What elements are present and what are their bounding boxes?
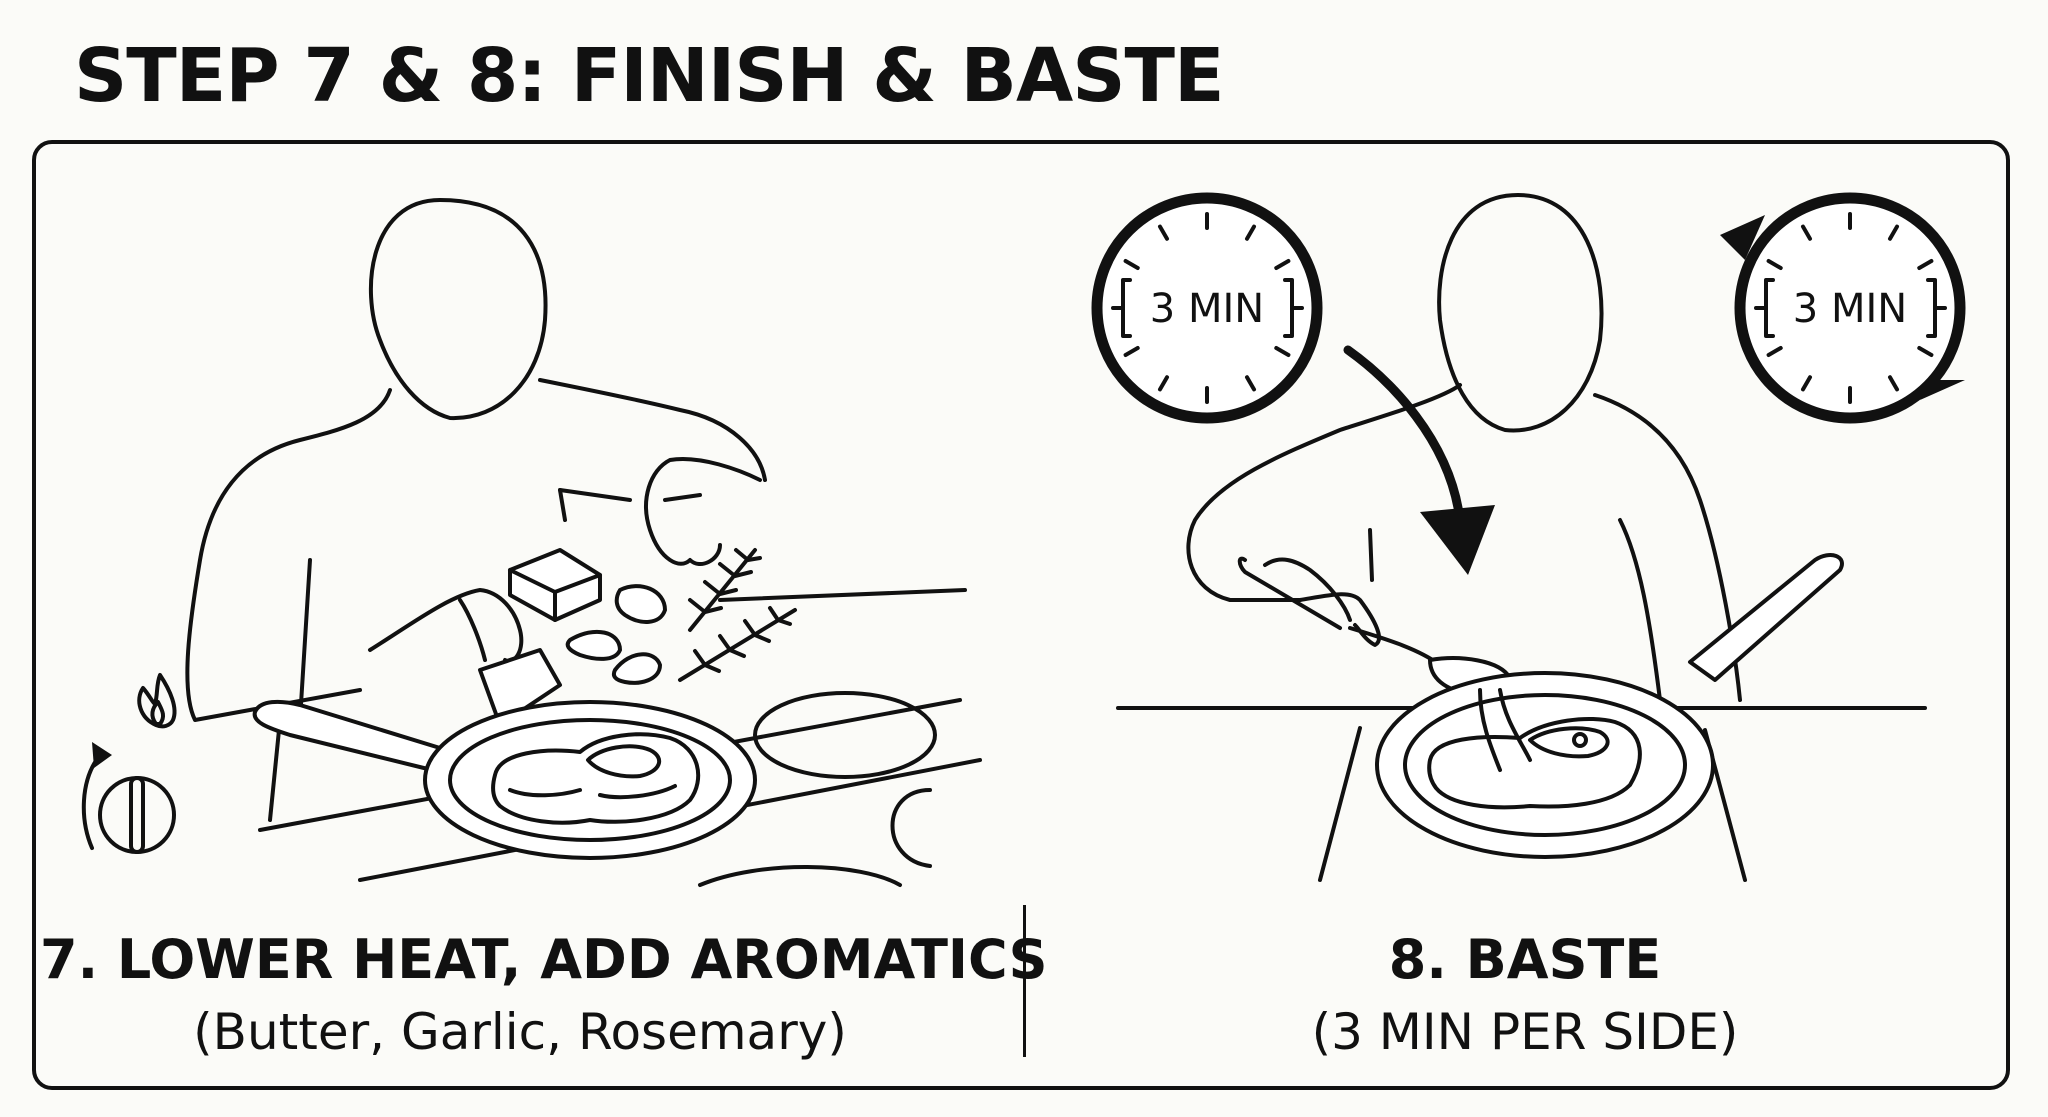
flip-arrow-top (1720, 215, 1765, 260)
timer-tick (1247, 227, 1254, 239)
timer-tick (1919, 261, 1931, 268)
timer-label: 3 MIN (1150, 286, 1264, 332)
rosemary-sprigs (680, 550, 795, 680)
garlic-cloves (568, 586, 665, 683)
timer-tick (1126, 348, 1138, 355)
down-arrow-icon (1348, 350, 1495, 575)
timer-tick (1890, 227, 1897, 239)
timer-label: 3 MIN (1793, 286, 1907, 332)
timer-tick (1769, 261, 1781, 268)
step-7-heading: 7. LOWER HEAT, ADD AROMATICS (40, 928, 1048, 991)
page-title: STEP 7 & 8: FINISH & BASTE (74, 33, 1225, 119)
basting-hand (1240, 559, 1510, 695)
timer-tick (1890, 377, 1897, 389)
stove-knob-icon (100, 778, 174, 852)
timer-tick (1160, 377, 1167, 389)
timer-tick (1919, 348, 1931, 355)
timer-ticks (1126, 214, 1289, 402)
step-8-illustration: 3 MIN 3 MIN (1097, 195, 1965, 880)
step-7-illustration (84, 200, 980, 885)
cook-figure-left (187, 200, 765, 820)
timer-tick (1803, 227, 1810, 239)
timer-ticks (1769, 214, 1932, 402)
timer-tick (1160, 227, 1167, 239)
pan-baste (1377, 555, 1842, 857)
step-8-heading: 8. BASTE (1388, 928, 1662, 991)
step-7-caption: 7. LOWER HEAT, ADD AROMATICS (Butter, Ga… (40, 928, 1048, 1061)
flame-icon (139, 675, 174, 726)
timer-tick (1276, 348, 1288, 355)
timer-icon: 3 MIN (1097, 198, 1317, 418)
instruction-panel-frame (32, 140, 2010, 1090)
timer-tick (1769, 348, 1781, 355)
flip-arrow-bottom (1920, 380, 1965, 400)
timer-tick (1126, 261, 1138, 268)
step-8-subheading: (3 MIN PER SIDE) (1311, 1003, 1739, 1061)
timer-tick (1803, 377, 1810, 389)
rotate-arrow-icon (84, 742, 112, 848)
butter-block (510, 550, 600, 620)
pan-with-steak (255, 702, 755, 858)
timer-tick (1247, 377, 1254, 389)
step-7-subheading: (Butter, Garlic, Rosemary) (193, 1003, 847, 1061)
hand-top (646, 459, 760, 564)
flip-timer-icon: 3 MIN (1720, 198, 1965, 418)
step-8-caption: 8. BASTE (3 MIN PER SIDE) (1060, 928, 1990, 1061)
hand-holding-butter (370, 590, 560, 725)
caption-divider (1023, 905, 1026, 1057)
timer-tick (1276, 261, 1288, 268)
